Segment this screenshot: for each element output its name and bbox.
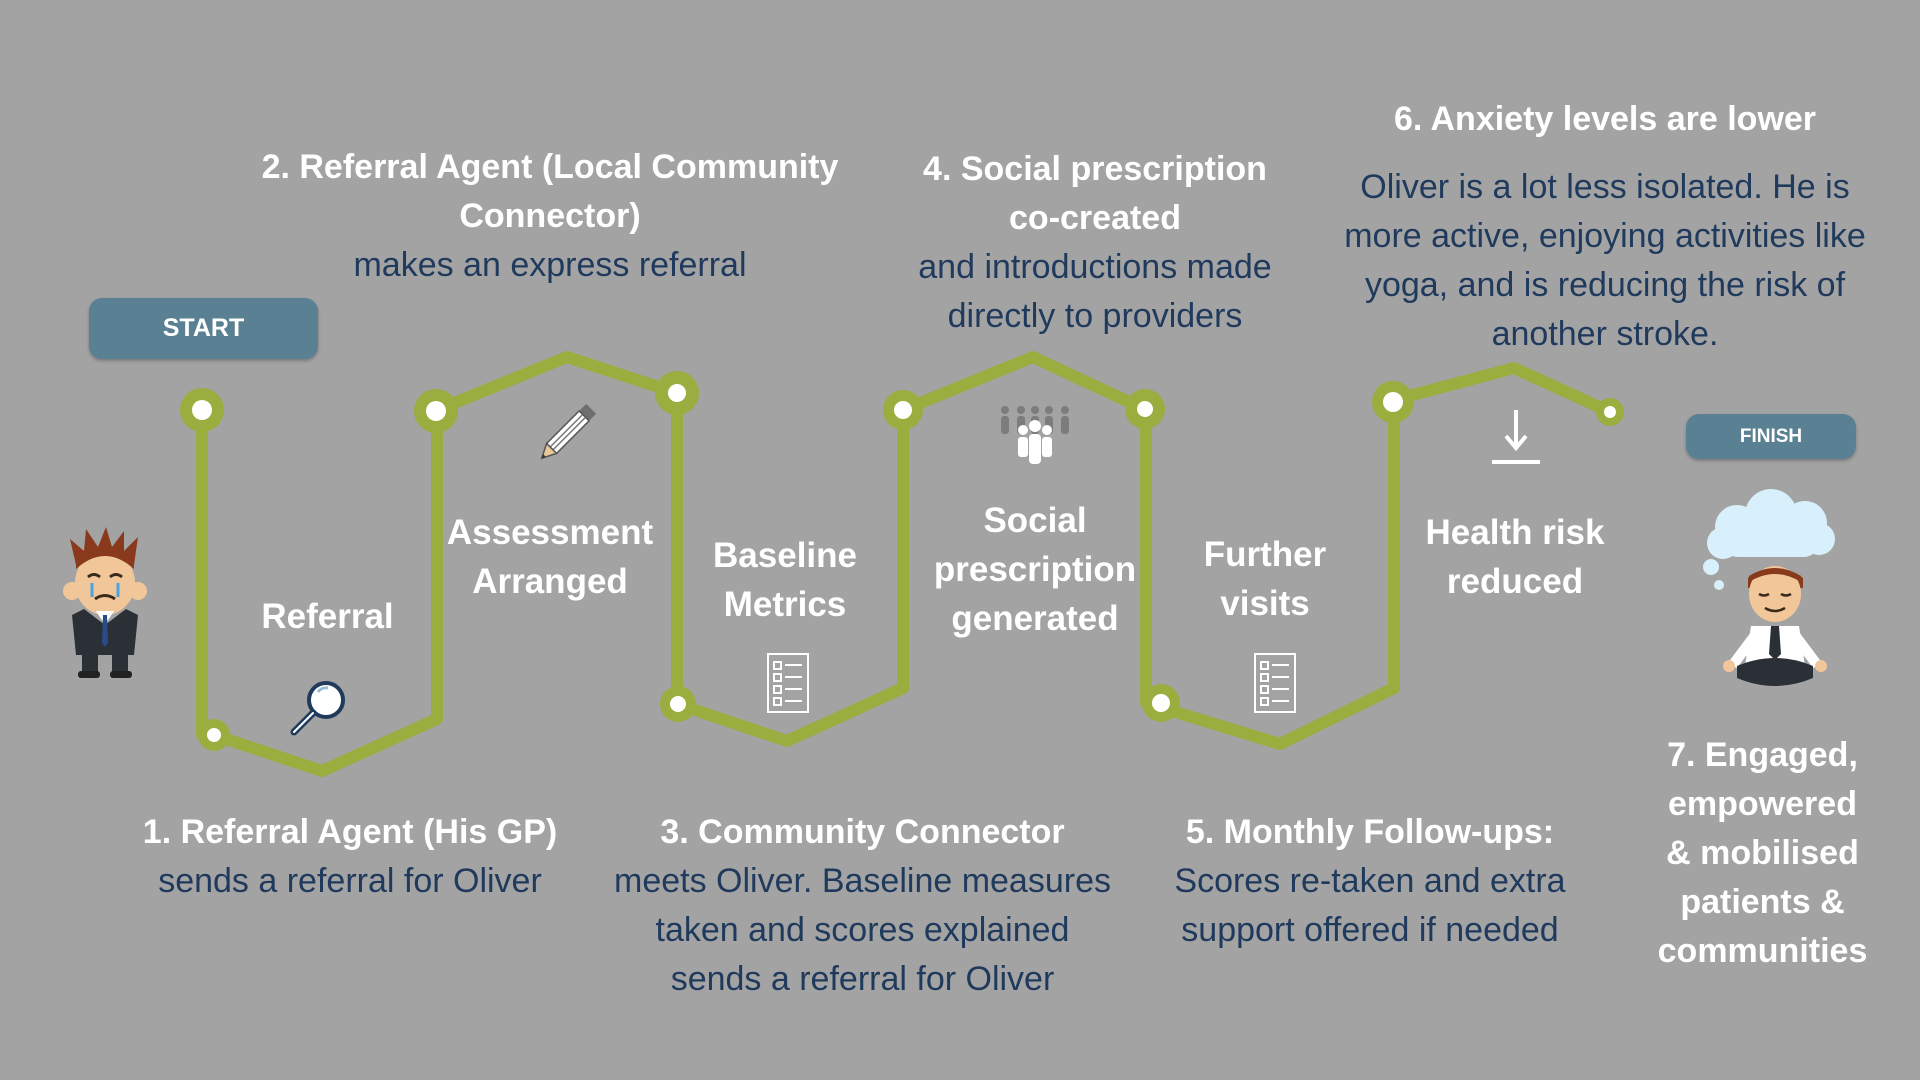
text-line: Referral <box>261 597 394 636</box>
text-line: generated <box>951 599 1119 638</box>
milestone-1-heading: 1. Referral Agent (His GP) <box>110 808 590 857</box>
text-line: 7. Engaged, <box>1667 736 1858 774</box>
milestone-3-heading: 3. Community Connector <box>590 808 1135 857</box>
milestone-3-body: meets Oliver. Baseline measures taken and… <box>590 857 1135 1004</box>
text-line: Assessment <box>446 513 654 552</box>
text-line: 2. Referral Agent (Local Community <box>261 148 839 186</box>
text-line: & mobilised <box>1666 834 1859 872</box>
milestone-5-body: Scores re-taken and extra support offered… <box>1150 857 1590 955</box>
text-line: Scores re-taken and extra <box>1174 862 1566 900</box>
milestone-4-body: and introductions made directly to provid… <box>880 243 1310 341</box>
milestone-7-heading: 7. Engaged, empowered & mobilised patients … <box>1620 731 1905 976</box>
text-line: Oliver is a lot less isolated. He is <box>1360 168 1850 206</box>
text-line: sends a referral for Oliver <box>670 960 1055 998</box>
text-line: prescription <box>933 550 1137 589</box>
text-line: 1. Referral Agent (His GP) <box>142 813 558 851</box>
pencil-icon <box>540 403 597 460</box>
start-badge: START <box>89 298 318 359</box>
milestone-6-heading: 6. Anxiety levels are lower <box>1310 95 1900 144</box>
finish-badge: FINISH <box>1686 414 1856 459</box>
stage-label-further-visits: Further visits <box>1170 530 1360 628</box>
text-line: Connector) <box>459 197 641 235</box>
text-line: meets Oliver. Baseline measures <box>614 862 1111 900</box>
text-line: Baseline <box>713 536 857 575</box>
text-line: sends a referral for Oliver <box>158 862 542 900</box>
stage-label-social-prescription: Social prescription generated <box>915 496 1155 643</box>
milestone-2-body: makes an express referral <box>230 241 870 290</box>
checklist-icon <box>767 653 809 713</box>
text-line: 4. Social prescription <box>923 150 1267 188</box>
text-line: 5. Monthly Follow-ups: <box>1185 813 1555 851</box>
text-line: Health risk <box>1425 513 1605 552</box>
milestone-4: 4. Social prescription co-created and int… <box>880 145 1310 341</box>
milestone-4-heading: 4. Social prescription co-created <box>880 145 1310 243</box>
checklist-icon <box>1254 653 1296 713</box>
text-line: makes an express referral <box>353 246 747 284</box>
text-line: directly to providers <box>947 297 1243 335</box>
text-line: and introductions made <box>918 248 1272 286</box>
stressed-man-icon <box>63 527 147 678</box>
milestone-7: 7. Engaged, empowered & mobilised patients … <box>1620 731 1905 976</box>
milestone-1-body: sends a referral for Oliver <box>110 857 590 906</box>
text-line: 6. Anxiety levels are lower <box>1393 100 1817 138</box>
text-line: more active, enjoying activities like <box>1344 217 1866 255</box>
text-line: communities <box>1657 932 1868 970</box>
text-line: 3. Community Connector <box>660 813 1065 851</box>
thought-cloud-icon <box>1703 489 1835 590</box>
text-line: support offered if needed <box>1181 911 1559 949</box>
text-line: Further <box>1203 535 1327 574</box>
milestone-6-body: Oliver is a lot less isolated. He is more… <box>1310 163 1900 359</box>
text-line: reduced <box>1446 562 1584 601</box>
milestone-5-heading: 5. Monthly Follow-ups: <box>1150 808 1590 857</box>
path-nodes <box>180 371 1624 751</box>
text-line: visits <box>1220 584 1310 623</box>
magnifier-icon <box>290 681 345 736</box>
text-line: yoga, and is reducing the risk of <box>1364 266 1846 304</box>
text-line: another stroke. <box>1491 315 1719 353</box>
text-line: empowered <box>1668 785 1857 823</box>
milestone-5: 5. Monthly Follow-ups: Scores re-taken a… <box>1150 808 1590 955</box>
text-line: Social <box>983 501 1087 540</box>
text-line: Metrics <box>723 585 847 624</box>
milestone-3: 3. Community Connector meets Oliver. Bas… <box>590 808 1135 1004</box>
milestone-6: 6. Anxiety levels are lower Oliver is a … <box>1310 95 1900 359</box>
text-line: taken and scores explained <box>655 911 1070 949</box>
download-arrow-icon <box>1492 410 1540 464</box>
text-line: co-created <box>1009 199 1181 237</box>
milestone-1: 1. Referral Agent (His GP) sends a refer… <box>110 808 590 906</box>
meditating-man-icon <box>1723 566 1827 686</box>
text-line: patients & <box>1680 883 1845 921</box>
stage-label-health-risk: Health risk reduced <box>1400 508 1630 606</box>
stage-label-referral: Referral <box>240 592 415 641</box>
text-line: Arranged <box>472 562 628 601</box>
people-group-icon <box>1001 406 1069 464</box>
